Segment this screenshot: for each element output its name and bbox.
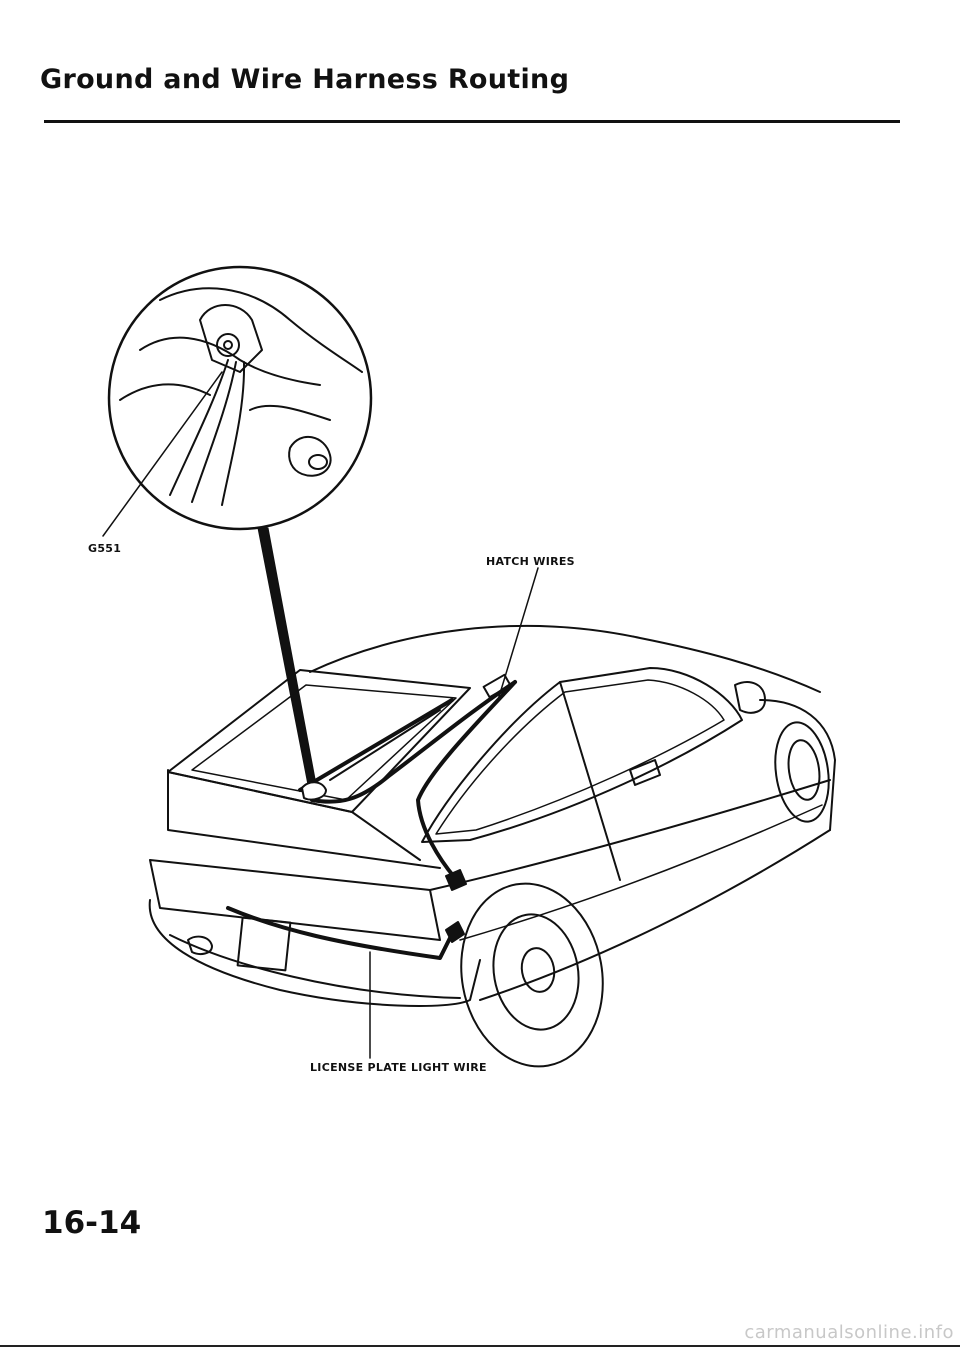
inset-panel-curve-3 — [119, 383, 211, 401]
rear-glass-inner — [191, 684, 457, 801]
wiper-arm — [298, 698, 454, 792]
inset-wire-1 — [169, 359, 229, 496]
exhaust-tip — [187, 935, 213, 955]
tail-panel — [149, 859, 441, 941]
front-fender — [759, 699, 836, 831]
detail-circle — [107, 265, 373, 531]
callout-license-plate-wire: LICENSE PLATE LIGHT WIRE — [310, 1061, 487, 1074]
g551-leader — [102, 371, 223, 537]
callout-g551: G551 — [88, 542, 122, 555]
inset-grommet-cap — [308, 454, 328, 470]
body-sill — [479, 829, 831, 1001]
hatch-leader — [497, 567, 539, 701]
front-rim — [787, 739, 821, 801]
door-handle — [629, 759, 661, 786]
inset-panel-curve-1 — [159, 287, 363, 373]
rear-wheel — [460, 882, 604, 1068]
footer-rule — [0, 1345, 960, 1347]
page-number: 16-14 — [42, 1205, 142, 1241]
pillar-harness — [416, 680, 517, 880]
plate-connector — [445, 921, 465, 943]
inset-panel-edge — [249, 404, 331, 421]
ground-terminal — [301, 781, 327, 801]
roof-outline — [309, 624, 821, 693]
hatch-edge — [167, 771, 421, 861]
front-wheel — [774, 721, 830, 823]
bumper-lower — [169, 934, 461, 999]
c-pillar-line — [559, 681, 621, 881]
detail-pointer — [257, 527, 319, 796]
side-window-outline — [421, 667, 743, 843]
pillar-connector — [445, 869, 467, 891]
rear-hub — [520, 947, 556, 993]
mirror — [734, 681, 766, 714]
ground-bolt-center — [223, 340, 233, 350]
inset-grommet-body — [288, 435, 332, 477]
wire-harness — [226, 673, 517, 960]
watermark: carmanualsonline.info — [744, 1322, 954, 1343]
inset-panel-curve-2 — [139, 336, 321, 386]
inset-wire-3 — [221, 361, 246, 506]
ground-bolt — [216, 333, 240, 357]
tail-light-band — [167, 769, 441, 869]
page-title: Ground and Wire Harness Routing — [40, 64, 570, 95]
hatch-harness — [310, 680, 517, 804]
inset-bracket — [199, 304, 263, 373]
body-side-line — [429, 779, 831, 891]
wiper-blade — [329, 709, 441, 781]
front-tire — [774, 721, 830, 823]
title-rule — [44, 120, 900, 123]
rear-tire — [460, 882, 604, 1068]
rear-bumper — [148, 899, 481, 1007]
side-window-inner — [435, 679, 725, 835]
ground-detail-inset — [102, 265, 373, 537]
callout-hatch-wires: HATCH WIRES — [486, 555, 575, 568]
license-harness — [226, 906, 454, 960]
inset-wire-2 — [191, 361, 237, 503]
car-body — [148, 624, 836, 1068]
rear-rim — [492, 913, 580, 1031]
